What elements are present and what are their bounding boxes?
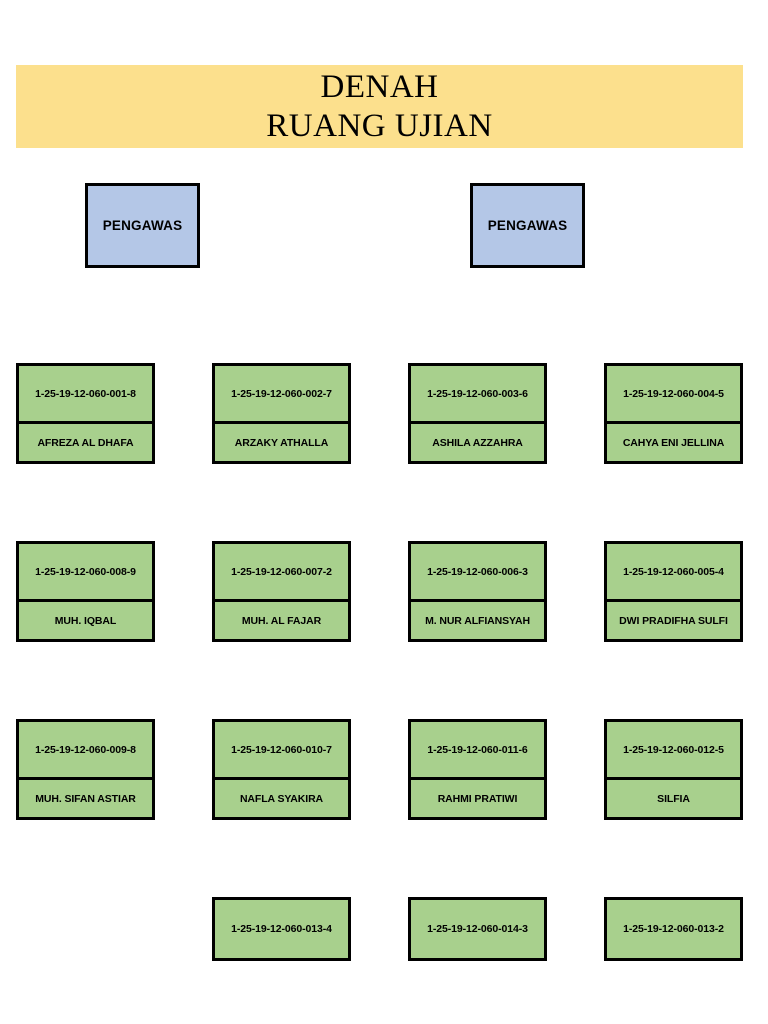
- page-title-line-1: DENAH: [320, 68, 439, 105]
- seat-card[interactable]: 1-25-19-12-060-013-2: [604, 897, 743, 961]
- seat-number: 1-25-19-12-060-012-5: [623, 743, 724, 756]
- seat-student-name: M. NUR ALFIANSYAH: [411, 599, 544, 639]
- seat-number: 1-25-19-12-060-008-9: [35, 565, 136, 578]
- seat-number: 1-25-19-12-060-011-6: [427, 743, 528, 756]
- seat-student-name: SILFIA: [607, 777, 740, 817]
- seat-number: 1-25-19-12-060-010-7: [231, 743, 332, 756]
- seat-student-name: MUH. IQBAL: [19, 599, 152, 639]
- seat-number: 1-25-19-12-060-005-4: [623, 565, 724, 578]
- seat-student-name: NAFLA SYAKIRA: [215, 777, 348, 817]
- page-title-line-2: RUANG UJIAN: [266, 107, 493, 144]
- seat-number: 1-25-19-12-060-014-3: [427, 923, 528, 935]
- seat-number: 1-25-19-12-060-003-6: [427, 387, 528, 400]
- seat-number: 1-25-19-12-060-007-2: [231, 565, 332, 578]
- seat-number: 1-25-19-12-060-013-2: [623, 923, 724, 935]
- seat-row: 1-25-19-12-060-013-4 1-25-19-12-060-014-3…: [16, 897, 743, 961]
- supervisor-label: PENGAWAS: [102, 218, 183, 233]
- seat-number: 1-25-19-12-060-013-4: [231, 923, 332, 935]
- seat-student-name: ARZAKY ATHALLA: [215, 421, 348, 461]
- seat-card[interactable]: 1-25-19-12-060-006-3 M. NUR ALFIANSYAH: [408, 541, 547, 642]
- seat-number: 1-25-19-12-060-002-7: [231, 387, 332, 400]
- seat-student-name: CAHYA ENI JELLINA: [607, 421, 740, 461]
- seat-student-name: RAHMI PRATIWI: [411, 777, 544, 817]
- seat-number: 1-25-19-12-060-009-8: [35, 743, 136, 756]
- seat-student-name: DWI PRADIFHA SULFI: [607, 599, 740, 639]
- seat-student-name: MUH. SIFAN ASTIAR: [19, 777, 152, 817]
- seat-slot-empty: [16, 897, 155, 961]
- seat-card[interactable]: 1-25-19-12-060-013-4: [212, 897, 351, 961]
- seat-student-name: MUH. AL FAJAR: [215, 599, 348, 639]
- page-title-banner: DENAH RUANG UJIAN: [16, 65, 743, 148]
- seat-number: 1-25-19-12-060-006-3: [427, 565, 528, 578]
- seat-number: 1-25-19-12-060-001-8: [35, 387, 136, 400]
- supervisor-box-right: PENGAWAS: [470, 183, 585, 268]
- seat-student-name: ASHILA AZZAHRA: [411, 421, 544, 461]
- seat-student-name: AFREZA AL DHAFA: [19, 421, 152, 461]
- seat-number: 1-25-19-12-060-004-5: [623, 387, 724, 400]
- seat-card[interactable]: 1-25-19-12-060-014-3: [408, 897, 547, 961]
- supervisor-box-left: PENGAWAS: [85, 183, 200, 268]
- supervisor-label: PENGAWAS: [487, 218, 568, 233]
